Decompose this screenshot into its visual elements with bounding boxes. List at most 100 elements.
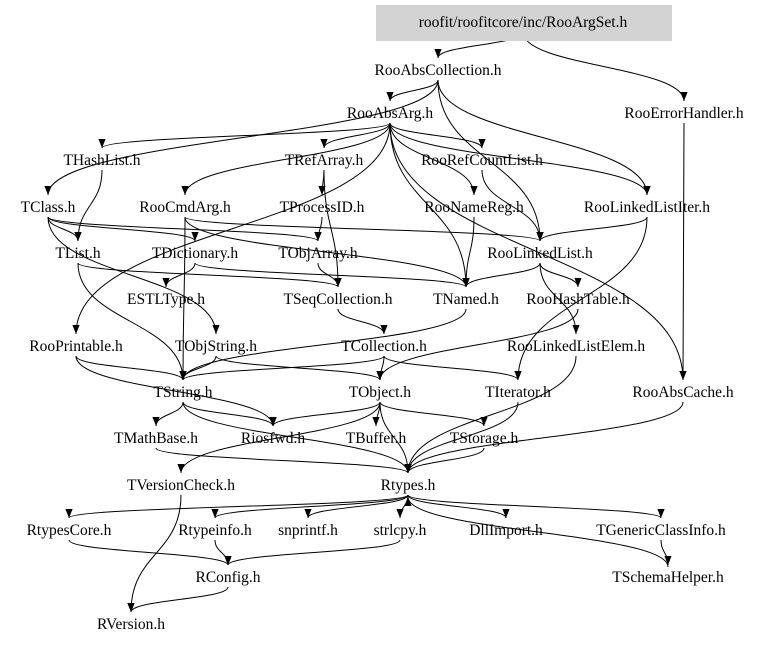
- edge-roo-linked-list-iter-to-titerator: [514, 216, 648, 381]
- edge-roo-abs-arg-to-roo-linked-list-iter: [389, 122, 651, 196]
- edge-rtypes-core-to-rconfig: [68, 539, 232, 566]
- node-label: RooAbsCache.h: [632, 384, 733, 401]
- node-label: RooLinkedListElem.h: [507, 338, 645, 355]
- edge-thash-list-to-tlist: [74, 169, 103, 242]
- node-tobject[interactable]: TObject.h: [349, 384, 411, 401]
- edge-roo-linked-list-iter-to-roo-linked-list: [536, 216, 648, 242]
- node-tbuffer[interactable]: TBuffer.h: [346, 430, 407, 447]
- node-roo-cmd-arg[interactable]: RooCmdArg.h: [139, 199, 231, 216]
- node-tlist[interactable]: TList.h: [55, 245, 100, 262]
- edge-tversion-check-to-rversion: [127, 494, 182, 613]
- edges: [44, 31, 688, 613]
- node-label: roofit/roofitcore/inc/RooArgSet.h: [419, 14, 628, 31]
- node-label: RConfig.h: [195, 569, 260, 586]
- node-tstorage[interactable]: TStorage.h: [450, 430, 519, 447]
- node-titerator[interactable]: TIterator.h: [485, 384, 551, 401]
- node-label: RooLinkedListIter.h: [584, 199, 710, 216]
- node-rtypes[interactable]: Rtypes.h: [381, 477, 436, 494]
- edge-rtypes-to-tgeneric-class-info: [407, 494, 665, 519]
- node-tversion-check[interactable]: TVersionCheck.h: [127, 477, 235, 494]
- edge-tcollection-to-tobject: [376, 355, 385, 381]
- node-tref-array[interactable]: TRefArray.h: [285, 152, 364, 169]
- node-thash-list[interactable]: THashList.h: [63, 152, 140, 169]
- node-tobj-array[interactable]: TObjArray.h: [278, 245, 357, 262]
- edge-tobject-to-tversion-check: [177, 401, 381, 474]
- node-estltype[interactable]: ESTLType.h: [127, 291, 205, 308]
- edge-roo-linked-list-to-roo-hash-table: [539, 262, 582, 288]
- node-rtypes-core[interactable]: RtypesCore.h: [27, 522, 112, 539]
- edge-tnamed-to-tstring: [179, 308, 467, 381]
- node-roo-abs-arg[interactable]: RooAbsArg.h: [347, 105, 434, 122]
- node-roo-linked-list[interactable]: RooLinkedList.h: [487, 245, 593, 262]
- node-roo-arg-set[interactable]: roofit/roofitcore/inc/RooArgSet.h: [376, 5, 672, 41]
- node-tnamed[interactable]: TNamed.h: [433, 291, 499, 308]
- edge-tobj-string-to-tobject: [215, 355, 384, 381]
- edge-tcollection-to-tstring: [179, 355, 385, 381]
- node-label: DllImport.h: [469, 522, 543, 539]
- node-label: TGenericClassInfo.h: [596, 522, 726, 539]
- edge-roo-abs-collection-to-roo-linked-list: [437, 79, 544, 242]
- node-label: TCollection.h: [341, 338, 427, 355]
- node-tclass[interactable]: TClass.h: [21, 199, 76, 216]
- node-roo-abs-cache[interactable]: RooAbsCache.h: [632, 384, 733, 401]
- node-tmath-base[interactable]: TMathBase.h: [114, 430, 198, 447]
- edge-tgeneric-class-info-to-tschema-helper: [660, 539, 672, 566]
- node-roo-name-reg[interactable]: RooNameReg.h: [424, 199, 524, 216]
- node-rversion[interactable]: RVersion.h: [97, 616, 165, 633]
- edge-tprocess-id-to-tobj-array: [314, 216, 323, 242]
- node-label: RooAbsCollection.h: [374, 62, 501, 79]
- node-tobj-string[interactable]: TObjString.h: [175, 338, 257, 355]
- node-tstring[interactable]: TString.h: [154, 384, 213, 401]
- node-roo-error-handler[interactable]: RooErrorHandler.h: [624, 105, 743, 122]
- node-tprocess-id[interactable]: TProcessID.h: [280, 199, 365, 216]
- node-label: TSchemaHelper.h: [612, 569, 724, 586]
- node-label: strlcpy.h: [374, 522, 427, 539]
- node-label: TList.h: [55, 245, 100, 262]
- node-roo-hash-table[interactable]: RooHashTable.h: [526, 291, 630, 308]
- node-roo-linked-list-iter[interactable]: RooLinkedListIter.h: [584, 199, 710, 216]
- edge-roo-cmd-arg-to-roo-linked-list: [184, 216, 544, 242]
- node-tdictionary[interactable]: TDictionary.h: [152, 245, 239, 262]
- node-riosfwd[interactable]: Riosfwd.h: [241, 430, 305, 447]
- edge-roo-abs-arg-to-tref-array: [320, 122, 391, 149]
- nodes: roofit/roofitcore/inc/RooArgSet.hRooAbsC…: [21, 5, 744, 633]
- node-roo-linked-list-elem[interactable]: RooLinkedListElem.h: [507, 338, 645, 355]
- node-roo-ref-count-list[interactable]: RooRefCountList.h: [421, 152, 543, 169]
- node-label: snprintf.h: [278, 522, 338, 539]
- edge-tmath-base-to-rtypes: [155, 447, 412, 474]
- edge-titerator-to-rtypes: [404, 401, 519, 474]
- edge-roo-hash-table-to-tobject: [376, 308, 579, 381]
- edge-tstring-to-rtypes: [182, 401, 412, 474]
- node-snprintf[interactable]: snprintf.h: [278, 522, 338, 539]
- edge-roo-printable-to-tstring: [75, 355, 187, 381]
- edge-tobj-string-to-tstring: [179, 355, 217, 381]
- node-label: Riosfwd.h: [241, 430, 305, 447]
- node-rconfig[interactable]: RConfig.h: [195, 569, 260, 586]
- edge-tlist-to-tseq-collection: [77, 262, 342, 288]
- node-label: TBuffer.h: [346, 430, 407, 447]
- node-label: RooPrintable.h: [29, 338, 123, 355]
- node-label: RooCmdArg.h: [139, 199, 231, 216]
- node-tseq-collection[interactable]: TSeqCollection.h: [284, 291, 393, 308]
- edge-roo-linked-list-to-tnamed: [462, 262, 541, 288]
- node-label: RooHashTable.h: [526, 291, 630, 308]
- node-roo-printable[interactable]: RooPrintable.h: [29, 338, 123, 355]
- edge-tclass-to-tdictionary: [47, 216, 199, 242]
- node-rtypeinfo[interactable]: Rtypeinfo.h: [178, 522, 252, 539]
- node-label: RooAbsArg.h: [347, 105, 434, 122]
- node-dll-import[interactable]: DllImport.h: [469, 522, 543, 539]
- edge-roo-abs-collection-to-roo-linked-list-iter: [437, 79, 651, 196]
- node-tcollection[interactable]: TCollection.h: [341, 338, 427, 355]
- node-label: RooNameReg.h: [424, 199, 524, 216]
- node-label: TStorage.h: [450, 430, 519, 447]
- edge-tref-array-to-tseq-collection: [323, 169, 342, 288]
- node-tgeneric-class-info[interactable]: TGenericClassInfo.h: [596, 522, 726, 539]
- node-tschema-helper[interactable]: TSchemaHelper.h: [612, 569, 724, 586]
- node-strlcpy[interactable]: strlcpy.h: [374, 522, 427, 539]
- node-label: RooErrorHandler.h: [624, 105, 743, 122]
- node-roo-abs-collection[interactable]: RooAbsCollection.h: [374, 62, 501, 79]
- edge-roo-abs-arg-to-roo-ref-count-list: [389, 122, 486, 149]
- edge-rtypes-to-rtypeinfo: [211, 494, 409, 519]
- node-label: ESTLType.h: [127, 291, 205, 308]
- node-label: RooRefCountList.h: [421, 152, 543, 169]
